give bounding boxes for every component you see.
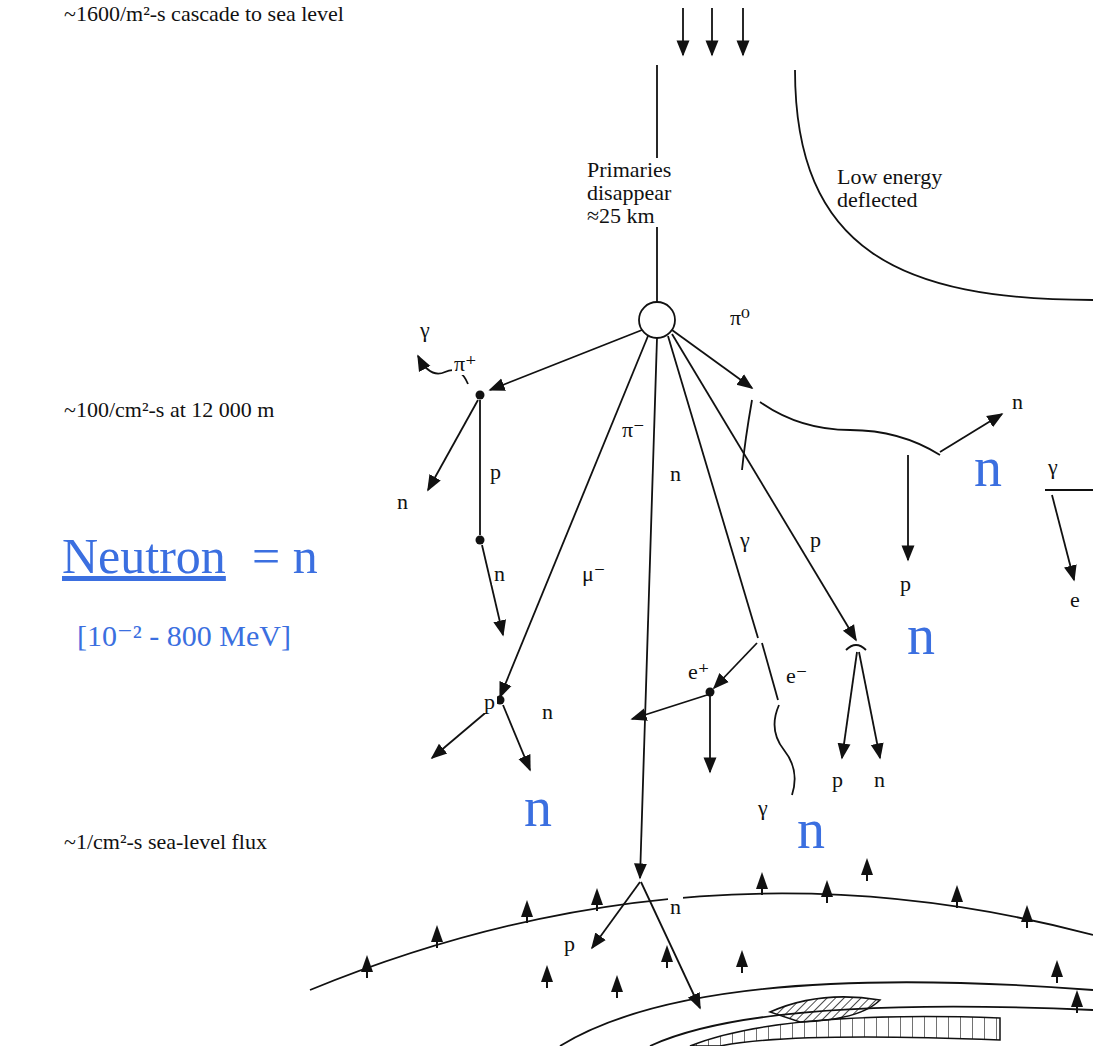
label: ~1600/m²-s cascade to sea level — [62, 2, 346, 25]
label: n — [972, 438, 1004, 497]
trees — [361, 858, 1083, 1013]
label: γ — [756, 796, 770, 819]
label: n — [795, 800, 827, 859]
dots — [476, 391, 715, 705]
label: π⁻ — [620, 418, 647, 441]
label: Low energy deflected — [835, 165, 969, 211]
label: n — [395, 490, 410, 513]
label: n — [668, 462, 683, 485]
label: μ⁻ — [580, 562, 607, 585]
label: p — [898, 572, 913, 595]
label: γ — [738, 528, 752, 551]
label: Primaries disappear ≈25 km — [585, 158, 709, 227]
label: n — [492, 562, 507, 585]
label: π⁺ — [452, 352, 479, 375]
detector — [690, 997, 1000, 1046]
label: e — [1068, 588, 1082, 611]
label: n — [522, 778, 554, 837]
label: p — [482, 690, 497, 713]
label: π⁰ — [728, 306, 752, 329]
label: = n — [250, 530, 320, 583]
label: Neutron — [60, 530, 228, 583]
label: p — [488, 460, 503, 483]
label: ~100/cm²-s at 12 000 m — [62, 398, 276, 421]
label: p — [562, 932, 577, 955]
label: n — [668, 895, 683, 918]
label: n — [872, 768, 887, 791]
label: γ — [418, 318, 432, 341]
label: γ — [1046, 455, 1060, 478]
collision-circle — [639, 302, 675, 338]
label: n — [1010, 390, 1025, 413]
label: e⁺ — [686, 660, 711, 683]
label: e⁻ — [784, 664, 809, 687]
label: ~1/cm²-s sea-level flux — [62, 830, 269, 853]
label: p — [830, 768, 845, 791]
label: n — [540, 700, 555, 723]
label: p — [808, 528, 823, 551]
label: n — [905, 606, 937, 665]
label: [10⁻² - 800 MeV] — [75, 620, 293, 652]
track-lines — [310, 8, 1093, 1046]
